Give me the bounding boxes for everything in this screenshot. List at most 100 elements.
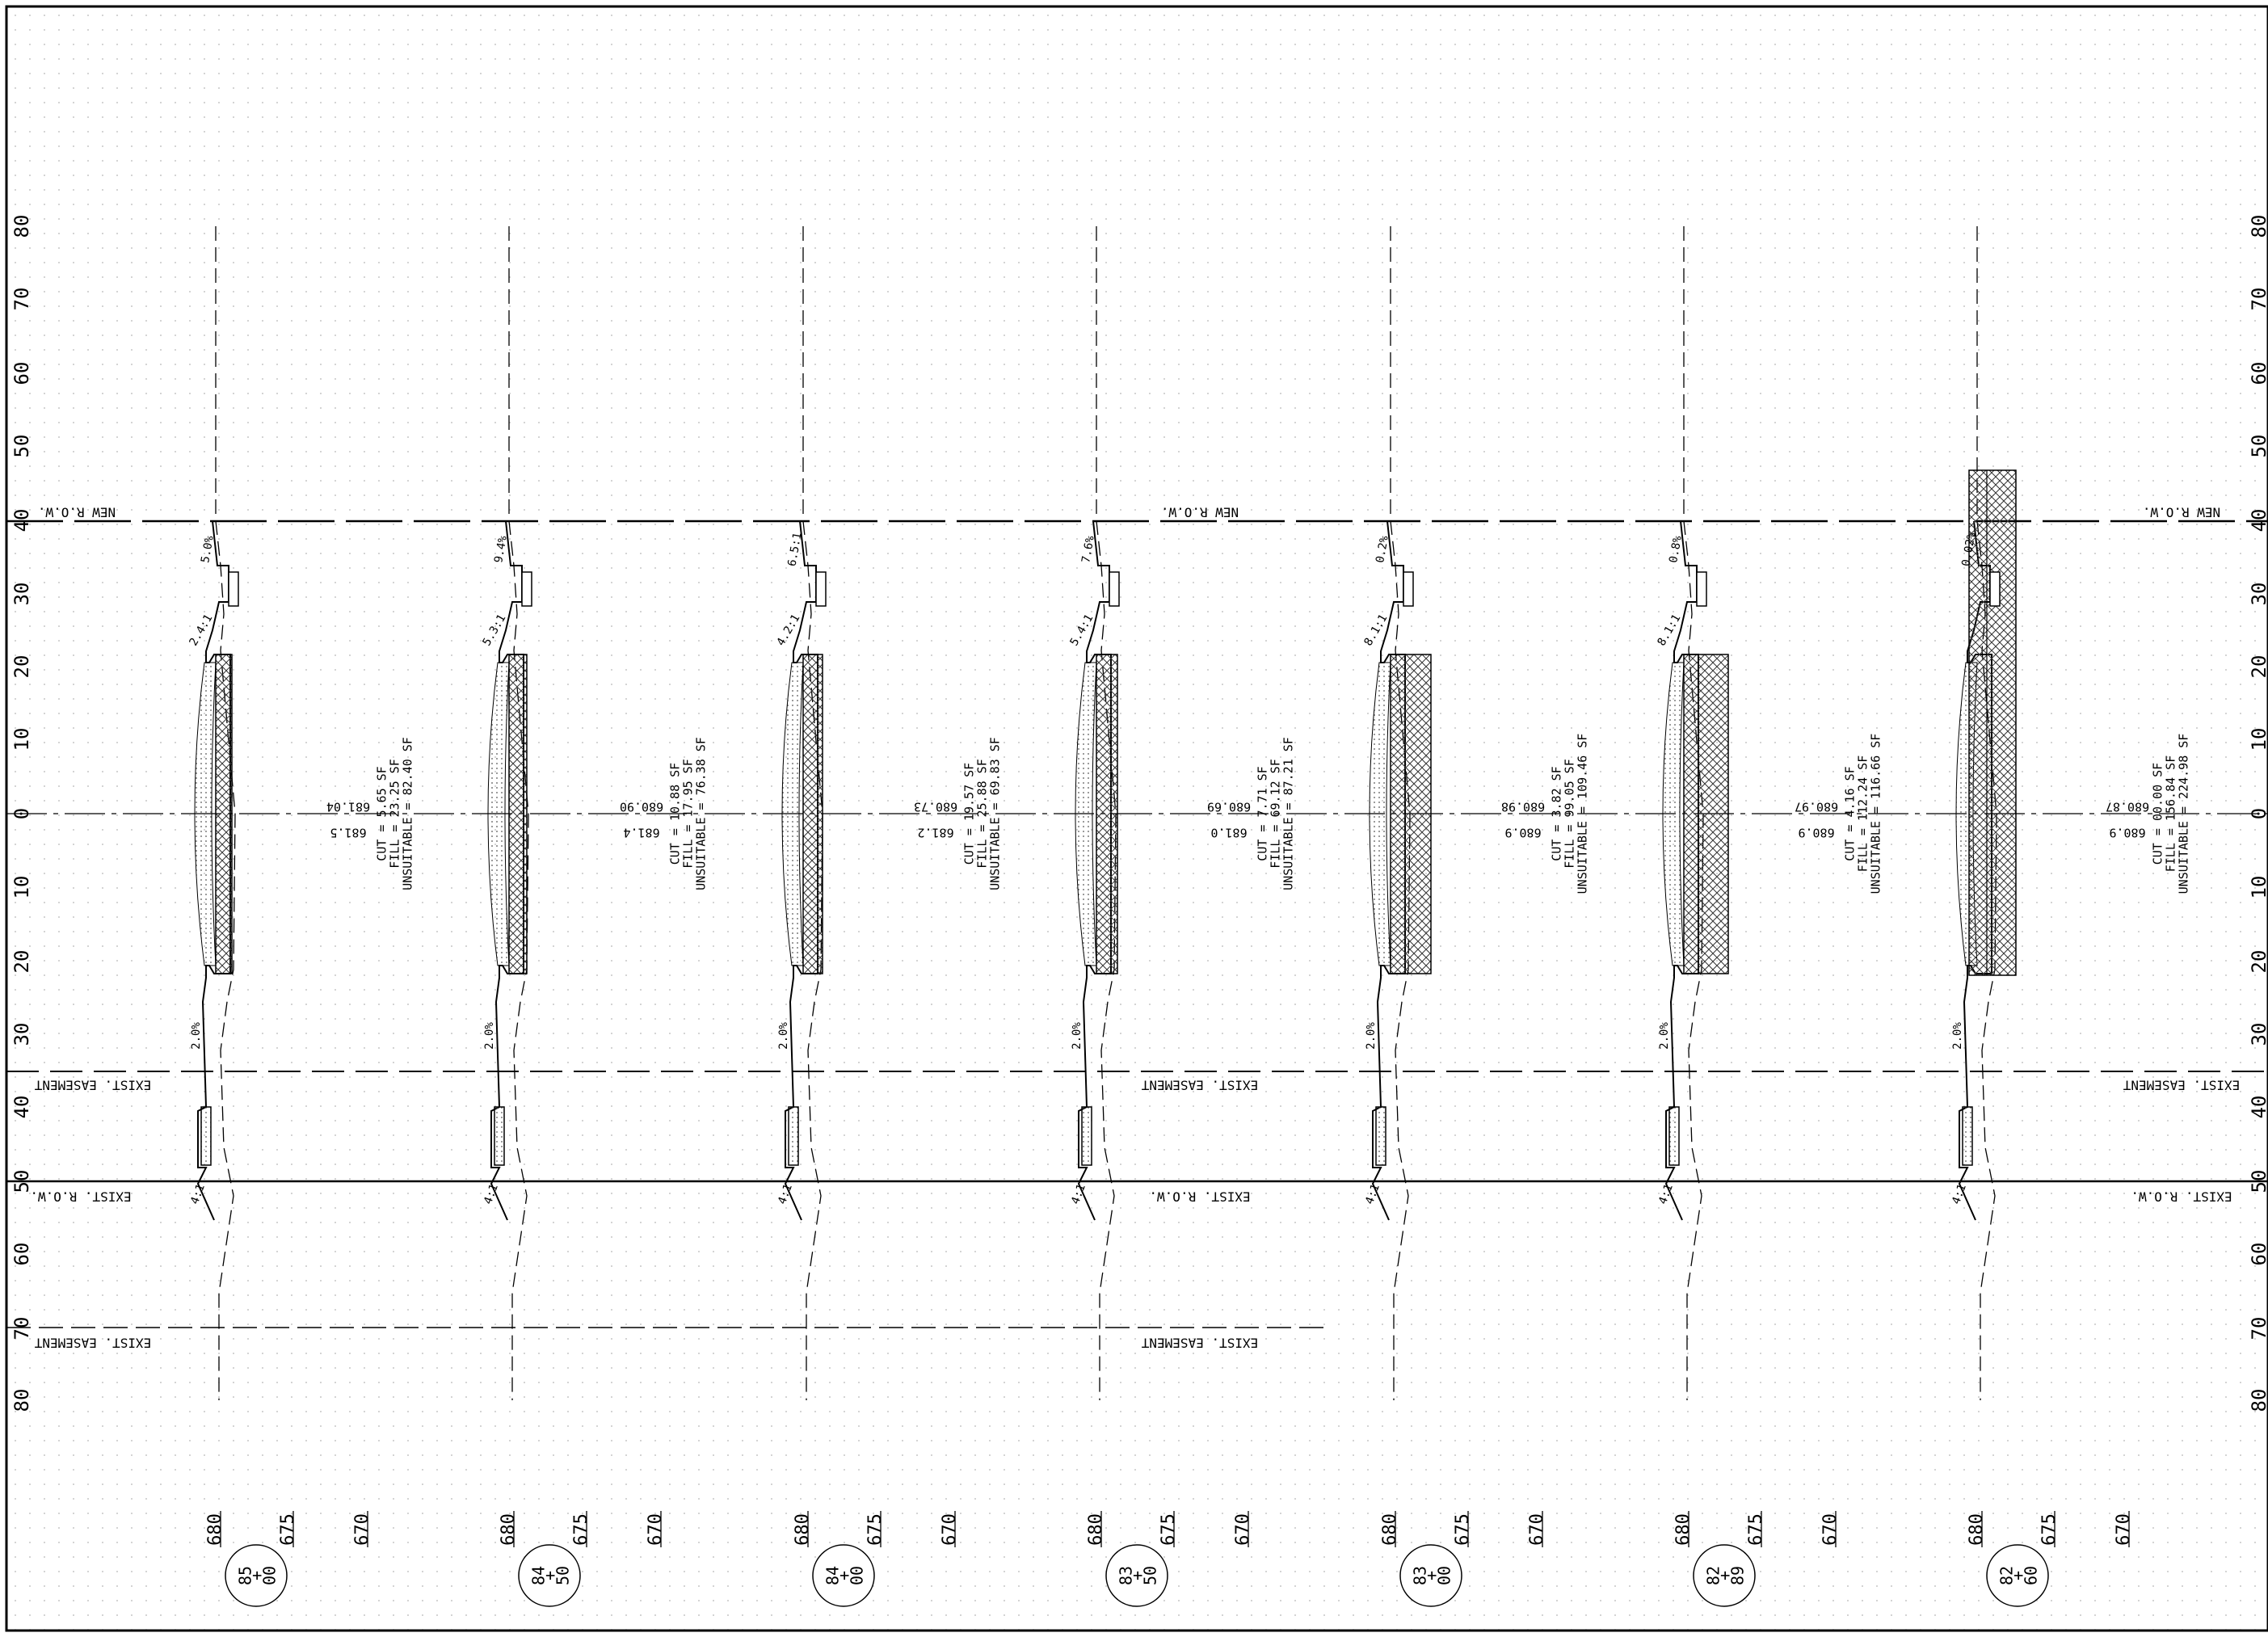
station-bubble [812,1544,875,1607]
unsuitable-hatch [1390,654,1432,974]
curb-block-top [1696,571,1707,607]
fill-quantity: FILL = 17.95 SF [681,759,696,868]
station-top: 84 [823,1566,843,1585]
top-grade-label: 0.02% [1959,531,1978,567]
offset-tick-left: 30 [11,583,33,606]
fill-quantity: FILL = 112.24 SF [1856,755,1870,873]
row-label: NEW R.O.W. [38,505,116,520]
row-label: NEW R.O.W. [2143,505,2220,520]
dot-grid-background [6,6,2268,1631]
sidewalk-block-bottom [1668,1106,1680,1166]
row-label: EXIST. R.O.W. [1149,1189,1250,1205]
elevation-tick: 670 [352,1513,372,1546]
offset-tick-left: 50 [11,435,33,458]
offset-tick-left: 10 [11,728,33,751]
offset-tick-left: 60 [11,362,33,385]
sidewalk-block-bottom [200,1106,212,1166]
curb-block-top [228,571,239,607]
station-plus: + [835,1571,854,1580]
elevation-tick: 680 [205,1513,225,1546]
top-grade-label: 0.2% [1374,534,1391,564]
cut-quantity: CUT = 19.57 SF [962,763,977,865]
unsuitable-hatch [1683,654,1729,974]
elevation-right: 680.73 [914,800,957,814]
station-top: 85 [236,1566,255,1585]
elevation-tick: 680 [1086,1513,1106,1546]
elevation-left: 681.0 [1210,826,1247,840]
cut-quantity: CUT = 3.82 SF [1550,766,1564,861]
elevation-left: 680.9 [2109,826,2145,840]
fill-quantity: FILL = 23.25 SF [388,759,402,868]
elevation-tick: 670 [1233,1513,1253,1546]
row-label: EXIST. EASEMENT [2123,1078,2240,1093]
station-plus: + [1422,1571,1441,1580]
top-grade-label: 7.6% [1079,534,1097,564]
station-bottom: 60 [2022,1566,2041,1585]
offset-tick-left: 60 [11,1243,33,1266]
offset-tick-right: 40 [2248,509,2268,532]
elevation-tick: 670 [940,1513,960,1546]
offset-tick-left: 70 [11,1317,33,1340]
sidewalk-block-bottom [788,1106,799,1166]
unsuitable-quantity: UNSUITABLE = 224.98 SF [2177,734,2191,894]
offset-tick-right: 70 [2248,1317,2268,1340]
offset-tick-left: 80 [11,1389,33,1412]
station-plus: + [1128,1571,1147,1580]
elevation-left: 680.9 [1504,826,1541,840]
unsuitable-hatch [215,654,233,974]
bottom-grade-label: 2.0% [1365,1022,1378,1050]
bottom-grade-label: 2.0% [190,1022,203,1050]
unsuitable-hatch [802,654,823,974]
bottom-grade-label: 2.0% [1658,1022,1671,1050]
elevation-tick: 670 [1820,1513,1841,1546]
unsuitable-hatch [1096,654,1118,974]
row-label: EXIST. R.O.W. [2131,1189,2232,1205]
offset-tick-left: 30 [11,1023,33,1046]
offset-tick-right: 80 [2248,215,2268,238]
offset-tick-left: 80 [11,215,33,238]
offset-tick-left: 50 [11,1170,33,1193]
cut-quantity: CUT = 4.16 SF [1843,766,1858,861]
elevation-right: 680.87 [2106,800,2149,814]
offset-tick-right: 20 [2248,950,2268,974]
elevation-tick: 675 [278,1513,298,1546]
elevation-right: 681.04 [326,800,370,814]
elevation-right: 680.97 [1795,800,1838,814]
elevation-tick: 670 [1527,1513,1547,1546]
station-top: 82 [1997,1566,2017,1585]
station-plus: + [541,1571,560,1580]
station-bottom: 50 [1141,1566,1160,1585]
curb-block-top [1403,571,1414,607]
unsuitable-quantity: UNSUITABLE = 87.21 SF [1281,737,1296,890]
top-grade-label: 5.0% [199,534,217,564]
station-bottom: 00 [260,1566,280,1585]
station-bubble [518,1544,581,1607]
offset-tick-left: 40 [11,509,33,532]
elevation-right: 680.69 [1207,800,1251,814]
unsuitable-quantity: UNSUITABLE = 76.38 SF [694,737,709,890]
bottom-grade-label: 2.0% [1071,1022,1084,1050]
row-label: EXIST. EASEMENT [1141,1336,1258,1351]
elevation-tick: 675 [1746,1513,1766,1546]
offset-tick-right: 30 [2248,1023,2268,1046]
curb-block-top [521,571,532,607]
offset-tick-right: 10 [2248,728,2268,751]
offset-tick-left: 20 [11,950,33,974]
station-bubble [1693,1544,1756,1607]
offset-tick-right: 60 [2248,362,2268,385]
offset-tick-right: 30 [2248,583,2268,606]
fill-quantity: FILL = 69.12 SF [1269,759,1283,868]
offset-tick-left: 10 [11,876,33,899]
sidewalk-block-bottom [1081,1106,1092,1166]
unsuitable-quantity: UNSUITABLE = 69.83 SF [988,737,1003,890]
elevation-left: 681.5 [330,826,366,840]
elevation-tick: 670 [2114,1513,2134,1546]
station-top: 83 [1117,1566,1136,1585]
bottom-grade-label: 2.0% [777,1022,790,1050]
unsuitable-quantity: UNSUITABLE = 116.66 SF [1869,734,1883,894]
station-top: 84 [529,1566,549,1585]
elevation-tick: 670 [646,1513,666,1546]
